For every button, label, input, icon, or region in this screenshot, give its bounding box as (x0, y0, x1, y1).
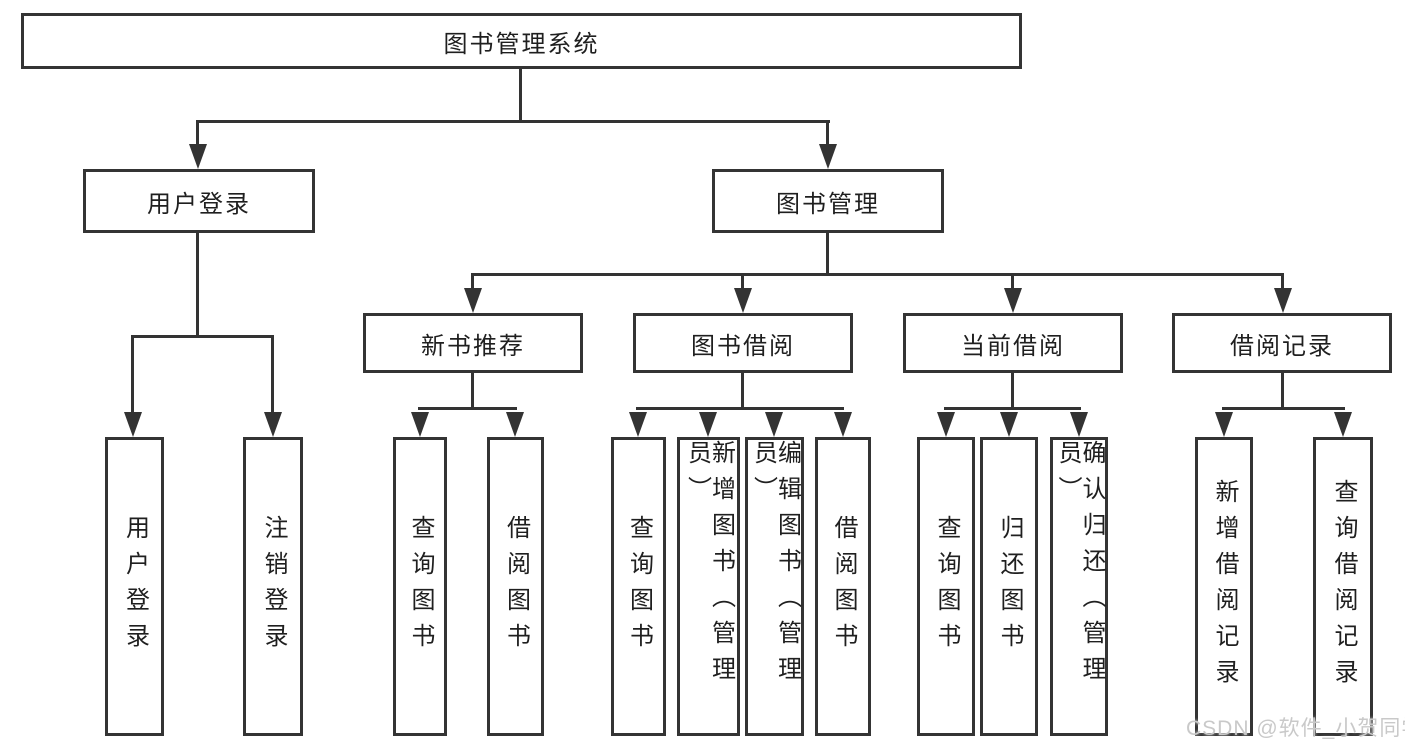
connector-line (131, 335, 274, 338)
arrowhead-down-icon (1000, 412, 1018, 437)
connector-line (471, 273, 1284, 276)
arrowhead-down-icon (937, 412, 955, 437)
arrowhead-down-icon (1274, 288, 1292, 313)
leaf-add-books-admin: 新增图书（管理员） (677, 437, 740, 736)
leaf-query-borrow-record: 查询借阅记录 (1313, 437, 1373, 736)
node-label: 注销登录 (260, 514, 287, 659)
node-label: 用户登录 (121, 514, 149, 659)
node-label: 编辑图书（管理员） (749, 440, 801, 692)
node-label: 归还图书 (996, 514, 1023, 659)
leaf-add-borrow-record: 新增借阅记录 (1195, 437, 1253, 736)
connector-line (418, 407, 517, 410)
arrowhead-down-icon (1070, 412, 1088, 437)
leaf-query-books-borrowing: 查询图书 (611, 437, 666, 736)
arrowhead-down-icon (506, 412, 524, 437)
csdn-watermark: CSDN @软件_小贺同学 (1186, 717, 1405, 740)
node-label: 查询图书 (933, 514, 960, 659)
arrowhead-down-icon (629, 412, 647, 437)
arrowhead-down-icon (411, 412, 429, 437)
arrowhead-down-icon (1215, 412, 1233, 437)
leaf-edit-books-admin: 编辑图书（管理员） (745, 437, 804, 736)
arrowhead-down-icon (734, 288, 752, 313)
leaf-user-login: 用户登录 (105, 437, 164, 736)
node-label: 查询图书 (625, 514, 653, 659)
node-new-book-recommend: 新书推荐 (363, 313, 583, 373)
connector-line (519, 69, 522, 122)
connector-line (1281, 273, 1284, 295)
connector-line (741, 373, 744, 410)
connector-line (271, 335, 274, 417)
connector-line (944, 407, 1081, 410)
leaf-query-books-recommend: 查询图书 (393, 437, 447, 736)
node-borrow-records: 借阅记录 (1172, 313, 1392, 373)
arrowhead-down-icon (819, 144, 837, 169)
node-label: 新书推荐 (421, 332, 525, 360)
node-label: 确认归还（管理员） (1054, 440, 1105, 692)
leaf-logout: 注销登录 (243, 437, 303, 736)
arrowhead-down-icon (1334, 412, 1352, 437)
arrowhead-down-icon (699, 412, 717, 437)
node-label: 图书借阅 (691, 332, 795, 360)
arrowhead-down-icon (765, 412, 783, 437)
connector-line (471, 373, 474, 410)
node-current-borrowing: 当前借阅 (903, 313, 1123, 373)
connector-line (1011, 273, 1014, 295)
node-label: 查询借阅记录 (1330, 478, 1357, 695)
leaf-query-books-current: 查询图书 (917, 437, 975, 736)
connector-line (196, 120, 199, 152)
node-label: 当前借阅 (961, 332, 1065, 360)
leaf-borrow-books-recommend: 借阅图书 (487, 437, 544, 736)
connector-line (471, 273, 474, 295)
node-user-login: 用户登录 (83, 169, 315, 233)
connector-line (826, 120, 829, 152)
leaf-return-books: 归还图书 (980, 437, 1038, 736)
node-label: 借阅记录 (1230, 332, 1334, 360)
arrowhead-down-icon (124, 412, 142, 437)
leaf-confirm-return-admin: 确认归还（管理员） (1050, 437, 1108, 736)
leaf-borrow-books: 借阅图书 (815, 437, 871, 736)
connector-line (826, 233, 829, 276)
connector-line (636, 407, 844, 410)
node-label: 借阅图书 (830, 514, 857, 659)
arrowhead-down-icon (834, 412, 852, 437)
node-label: 图书管理 (776, 190, 880, 218)
arrowhead-down-icon (189, 144, 207, 169)
node-label: 借阅图书 (502, 514, 530, 659)
node-label: 新增借阅记录 (1211, 478, 1238, 695)
arrowhead-down-icon (1004, 288, 1022, 313)
connector-line (1011, 373, 1014, 410)
node-label: 新增图书（管理员） (683, 440, 735, 692)
node-library-management-system: 图书管理系统 (21, 13, 1022, 69)
node-book-borrowing: 图书借阅 (633, 313, 853, 373)
connector-line (1222, 407, 1345, 410)
connector-line (741, 273, 744, 295)
arrowhead-down-icon (464, 288, 482, 313)
node-label: 用户登录 (147, 190, 251, 218)
node-label: 查询图书 (407, 514, 434, 659)
connector-line (196, 233, 199, 338)
connector-line (131, 335, 134, 417)
node-book-management: 图书管理 (712, 169, 944, 233)
arrowhead-down-icon (264, 412, 282, 437)
connector-line (196, 120, 830, 123)
connector-line (1281, 373, 1284, 410)
node-label: 图书管理系统 (443, 30, 600, 58)
